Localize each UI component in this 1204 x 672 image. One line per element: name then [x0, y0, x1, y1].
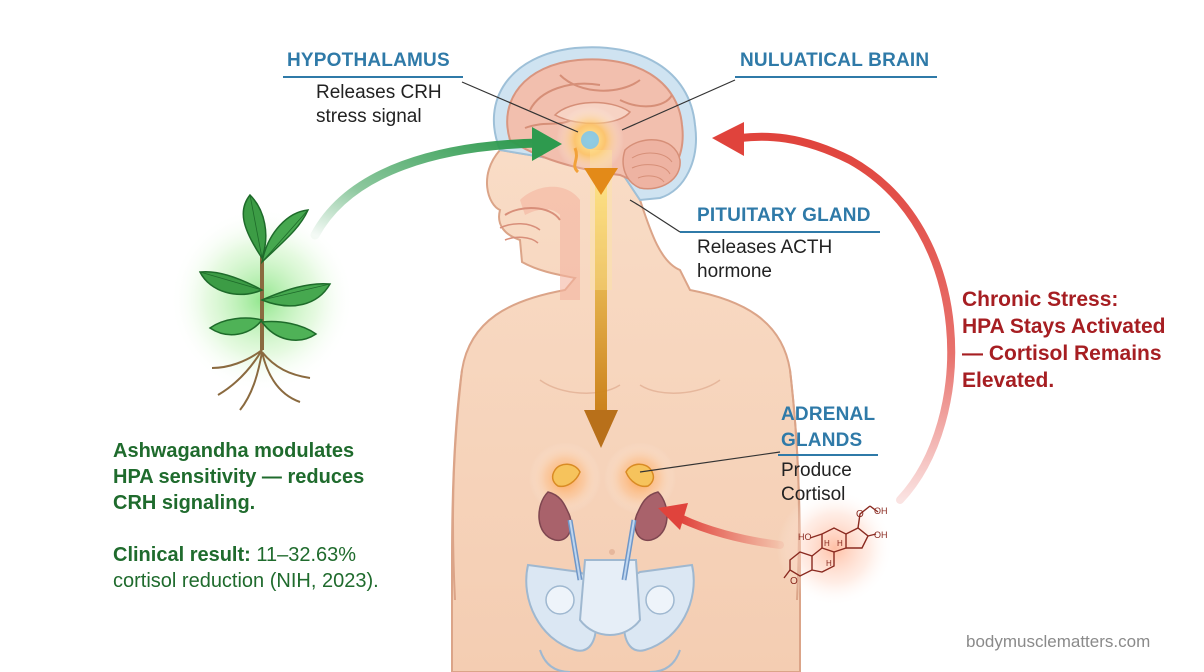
atom-o-top: O [856, 509, 864, 520]
hpa-arrow-path [584, 150, 618, 448]
hypothalamus-desc-line2: stress signal [316, 106, 422, 127]
stress-note-line2: HPA Stays Activated [962, 315, 1166, 338]
adrenal-kidneys [529, 442, 676, 581]
hypothalamus-title: HYPOTHALAMUS [287, 50, 450, 71]
atom-oh-side: OH [874, 530, 888, 540]
stress-note-line4: Elevated. [962, 369, 1055, 392]
brain-underline [735, 76, 937, 78]
clinical-result-value: 11–32.63% [250, 544, 357, 566]
ashwagandha-note-line2: HPA sensitivity — reduces [113, 466, 365, 488]
adrenal-desc-line2: Cortisol [781, 484, 846, 505]
ashwagandha-note-line3: CRH signaling. [113, 492, 256, 514]
atom-h-1: H [824, 539, 830, 548]
adrenal-underline [778, 454, 878, 456]
cortisol-molecule-icon: O HO O OH OH H H H [777, 490, 893, 606]
watermark: bodymusclematters.com [966, 632, 1151, 651]
atom-oh-top: OH [874, 506, 888, 516]
ashwagandha-plant-icon [170, 193, 354, 411]
stress-note-line1: Chronic Stress: [962, 288, 1119, 311]
atom-ho: HO [798, 532, 812, 542]
atom-h-2: H [837, 539, 843, 548]
stress-note-line3: — Cortisol Remains [962, 342, 1162, 365]
ashwagandha-note: Ashwagandha modulates HPA sensitivity — … [113, 438, 364, 516]
clinical-result: Clinical result: 11–32.63% cortisol redu… [113, 542, 379, 594]
throat-anatomy [499, 186, 580, 300]
pituitary-underline [680, 231, 880, 233]
hypothalamus-underline [283, 76, 463, 78]
pituitary-desc-line1: Releases ACTH [697, 237, 833, 258]
atom-o-bottom: O [790, 576, 798, 587]
clinical-result-prefix: Clinical result: [113, 544, 251, 566]
brain-title: NULUATICAL BRAIN [740, 50, 930, 71]
atom-h-3: H [826, 559, 832, 568]
adrenal-title-line1: ADRENAL [781, 404, 876, 425]
adrenal-title-line2: GLANDS [781, 430, 863, 451]
stress-note: Chronic Stress: HPA Stays Activated — Co… [962, 286, 1165, 394]
hypothalamus-desc-line1: Releases CRH [316, 82, 442, 103]
pelvis [525, 559, 695, 672]
pituitary-title: PITUITARY GLAND [697, 205, 871, 226]
brain [492, 46, 697, 202]
red-feedback-arrow [658, 122, 956, 549]
clinical-result-line2: cortisol reduction (NIH, 2023). [113, 570, 379, 592]
leader-lines [461, 79, 781, 473]
pituitary-desc-line2: hormone [697, 261, 772, 282]
ashwagandha-note-line1: Ashwagandha modulates [113, 440, 355, 462]
adrenal-desc-line1: Produce [781, 460, 852, 481]
green-modulation-arrow [310, 127, 562, 240]
clinical-result-line1: Clinical result: 11–32.63% [113, 542, 379, 568]
